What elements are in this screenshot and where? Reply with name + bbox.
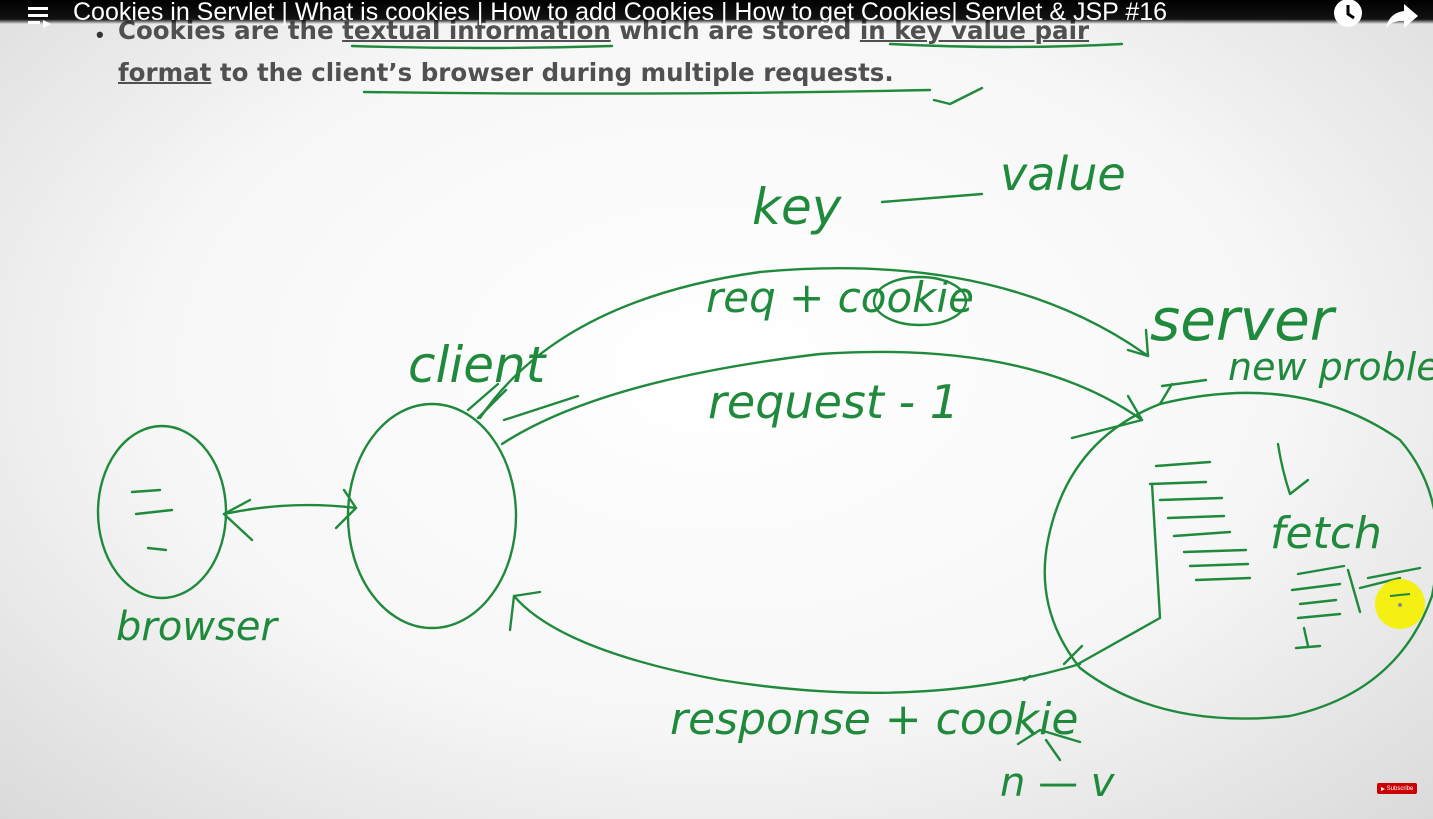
label-browser: browser (116, 604, 279, 650)
label-response-cookie: response + cookie (670, 694, 1078, 745)
video-title[interactable]: Cookies in Servlet | What is cookies | H… (73, 0, 1168, 26)
fetch-arrow (1276, 442, 1310, 496)
server-file (1076, 482, 1162, 666)
label-req-cookie: req + cookie (706, 273, 974, 322)
server-circle (1043, 391, 1433, 720)
underline-textual (350, 44, 614, 50)
browser-client-arrow (222, 503, 358, 516)
subscribe-button[interactable]: Subscribe (1377, 783, 1417, 794)
label-new-problem: new problem (1228, 345, 1433, 389)
label-key: key (752, 178, 843, 236)
request-1-arc (500, 350, 1144, 446)
playlist-icon[interactable] (26, 4, 54, 28)
response-arc (512, 594, 1082, 694)
play-icon (1380, 786, 1385, 791)
label-fetch: fetch (1270, 508, 1382, 559)
client-circle (346, 402, 518, 630)
label-request-1: request - 1 (708, 375, 959, 429)
video-top-bar: Cookies in Servlet | What is cookies | H… (0, 0, 1433, 28)
line2-format-word: format (118, 58, 212, 87)
watch-later-icon[interactable] (1333, 0, 1363, 30)
key-value-dash (880, 192, 984, 204)
share-icon[interactable] (1384, 2, 1420, 30)
label-server: server (1150, 286, 1337, 354)
req-cookie-arc (478, 267, 1150, 420)
underline-line2 (362, 88, 932, 95)
label-value: value (1000, 147, 1126, 201)
slide-text-line-2: format to the client’s browser during mu… (118, 58, 894, 87)
label-client: client (408, 336, 548, 394)
line2-rest: to the client’s browser during multiple … (211, 58, 894, 87)
label-n-v: n — v (1000, 760, 1116, 806)
bullet-marker: • (96, 22, 104, 47)
underline-key-value (888, 42, 1124, 49)
cookie-circle (872, 275, 968, 327)
browser-inner-marks (130, 488, 174, 552)
subscribe-label: Subscribe (1386, 785, 1414, 792)
check-mark (932, 86, 984, 106)
